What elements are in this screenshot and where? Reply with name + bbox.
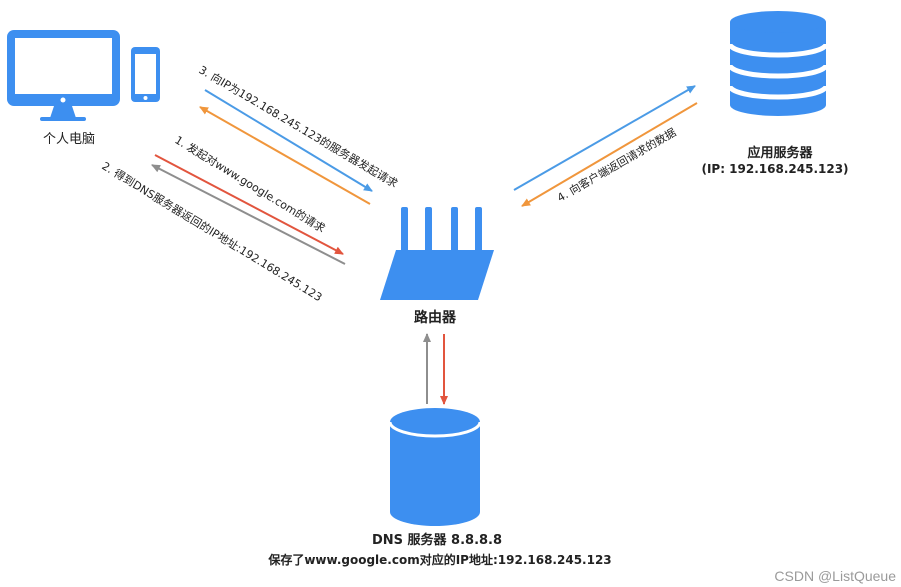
arrow-step2-response xyxy=(151,164,346,265)
pc-label: 个人电脑 xyxy=(43,132,95,147)
arrow-server-to-router xyxy=(521,102,698,207)
router-label: 路由器 xyxy=(414,309,457,326)
app-server-label: 应用服务器 xyxy=(747,145,813,161)
arrow-router-to-server xyxy=(513,85,696,191)
router-icon xyxy=(380,207,494,300)
step4-label: 4. 向客户端返回请求的数据 xyxy=(555,125,679,205)
dns-note: 保存了www.google.com对应的IP地址:192.168.245.123 xyxy=(267,552,611,567)
step2-label: 2. 得到DNS服务器返回的IP地址:192.168.245.123 xyxy=(99,159,324,305)
database-server-icon xyxy=(727,11,829,116)
dns-database-icon xyxy=(388,408,482,526)
arrow-step3-request xyxy=(204,89,373,192)
watermark: CSDN @ListQueue xyxy=(774,568,896,584)
arrow-step1-request xyxy=(154,154,344,255)
desktop-and-phone-icon xyxy=(7,30,160,121)
app-server-ip: (IP: 192.168.245.123) xyxy=(701,162,848,176)
dns-label: DNS 服务器 8.8.8.8 xyxy=(372,532,502,548)
arrow-step4-response-to-pc xyxy=(199,106,371,205)
